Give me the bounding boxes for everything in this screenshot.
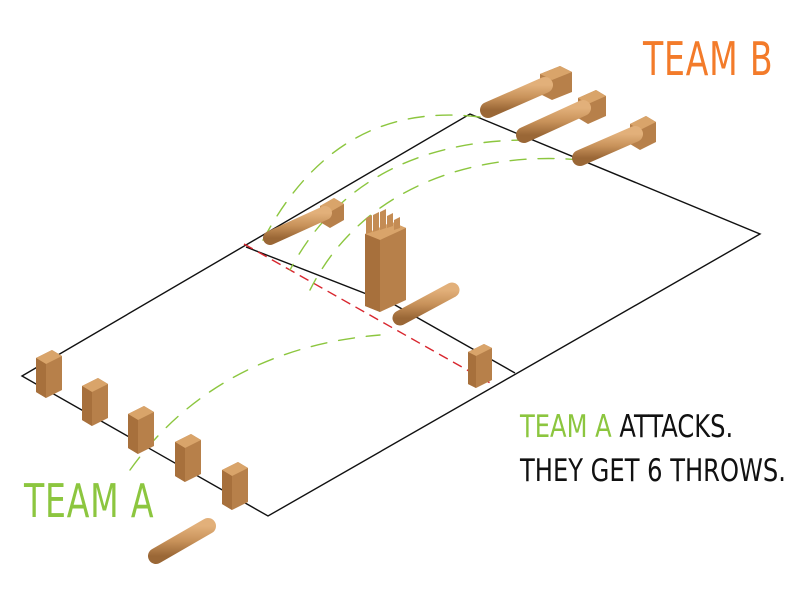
throw-arc-team-b-3 [309,157,583,291]
throw-arcs [129,114,583,471]
kubb [222,462,248,510]
team-b-batons [480,66,656,166]
caption-line-2: THEY GET 6 THROWS. [520,453,786,489]
throw-arc-team-a [129,334,381,471]
team-a-baton [148,518,216,564]
team-a-label: TEAM A [24,474,155,528]
kubb [82,378,108,426]
baton [480,66,572,118]
kubb [175,434,201,482]
throw-arc-team-b-2 [289,139,529,271]
throw-arc-team-b-1 [261,114,481,243]
field-kubb [468,344,492,388]
baton-center [392,282,460,326]
caption: TEAM A ATTACKS. THEY GET 6 THROWS. [520,405,795,493]
baton-midline-left [263,198,344,245]
kubb [128,406,154,454]
team-a-kubbs [36,350,248,510]
king [365,209,406,312]
caption-line-1: TEAM A ATTACKS. [520,405,735,449]
caption-attacks: ATTACKS. [611,409,734,445]
kubb [36,350,62,398]
baton [572,116,656,166]
team-b-label: TEAM B [643,32,774,86]
caption-team-a: TEAM A [520,409,612,445]
baton [516,90,606,143]
